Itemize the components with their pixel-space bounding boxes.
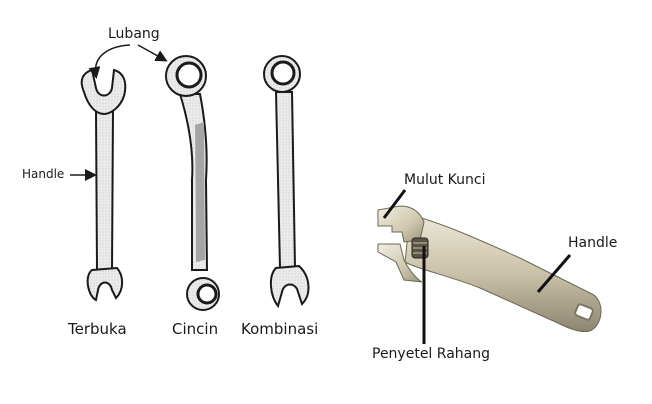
adjustable-wrench-icon (377, 205, 602, 333)
label-adjuster: Penyetel Rahang (372, 346, 490, 362)
caption-ring: Cincin (172, 320, 219, 338)
handle-pointer-line-right (536, 254, 572, 293)
open-end-wrench-icon (80, 68, 127, 302)
label-handle-right: Handle (568, 235, 618, 251)
label-hole: Lubang (108, 26, 160, 42)
caption-open-end: Terbuka (68, 320, 127, 338)
combination-wrench-icon (263, 55, 310, 309)
jaw-pointer-line (382, 189, 407, 219)
label-jaw: Mulut Kunci (404, 172, 486, 188)
label-handle-left: Handle (22, 167, 65, 181)
ring-wrench-icon (165, 55, 220, 311)
caption-combination: Kombinasi (241, 320, 319, 338)
hole-pointer-arrows (88, 44, 168, 79)
